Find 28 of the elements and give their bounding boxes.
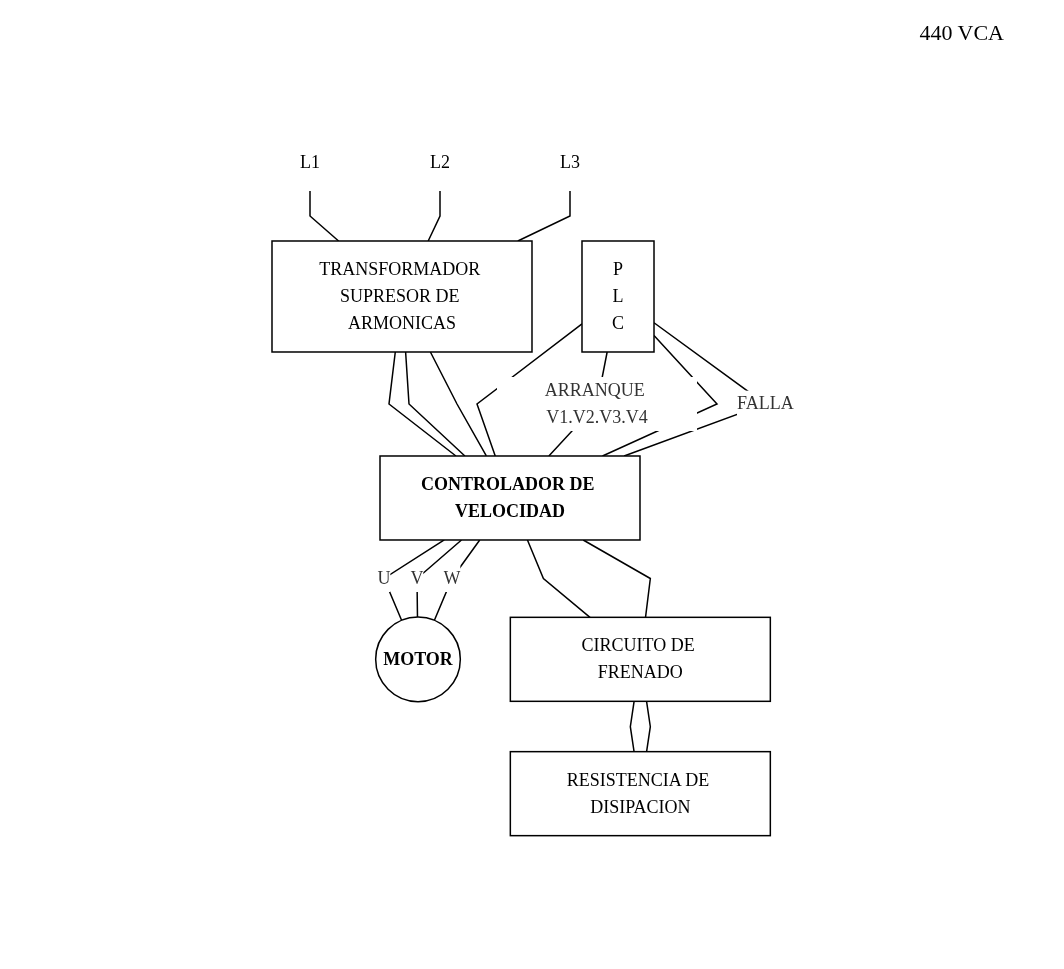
connector	[405, 350, 466, 457]
edge-label: W	[443, 567, 461, 588]
connector	[476, 322, 583, 457]
connector	[429, 350, 488, 457]
connector	[309, 189, 340, 242]
node-box: TRANSFORMADOR SUPRESOR DE ARMONICAS	[271, 239, 533, 353]
connector	[416, 538, 463, 618]
edge-label: ARRANQUE V1.V2.V3.V4	[544, 379, 648, 427]
connector	[526, 538, 591, 618]
voltage-label: 440 VCA	[919, 20, 1004, 46]
node-box: P L C	[581, 239, 655, 353]
connector	[427, 189, 441, 242]
edge-label: U	[377, 567, 391, 588]
connector	[582, 538, 652, 618]
connector	[388, 350, 457, 457]
edge-label: FALLA	[737, 393, 794, 414]
connector	[517, 189, 571, 242]
node-text: L2	[430, 151, 451, 172]
node-box: CONTROLADOR DE VELOCIDAD	[379, 454, 641, 541]
connector	[433, 538, 481, 621]
connector	[629, 700, 635, 753]
node-box: CIRCUITO DE FRENADO	[509, 616, 772, 702]
node-text: L3	[560, 151, 581, 172]
connector	[645, 700, 652, 753]
node-text: L1	[300, 151, 321, 172]
node-box: RESISTENCIA DE DISIPACION	[509, 750, 772, 837]
edge-label: V	[410, 567, 424, 588]
node-circle: MOTOR	[375, 615, 462, 703]
